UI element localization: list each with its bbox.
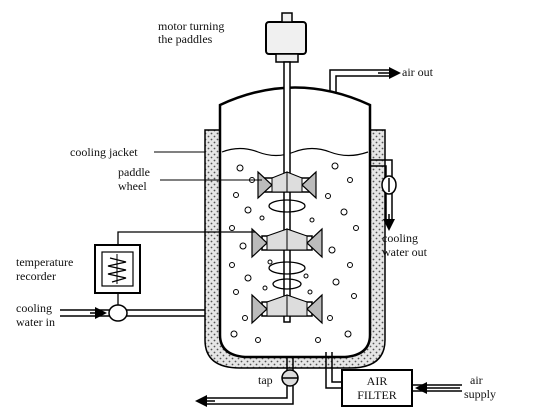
cooling-water-in-pipe [60,304,205,322]
label-air-filter-line-2: FILTER [357,388,397,402]
air-supply-pipe [325,352,462,394]
label-temperature-recorder-line-1: temperature [16,255,74,269]
motor [265,12,307,63]
label-paddle-wheel-line-1: paddle [118,165,150,179]
tap-outlet [195,357,299,407]
air-out-pipe [329,67,401,92]
label-air-filter-line-1: AIR [366,374,388,388]
swirl-arrows [268,199,306,290]
cooling-water-out-pipe [370,159,397,231]
label-air-supply-line-2: supply [464,387,497,401]
probe-wire [117,231,255,305]
label-cooling-water-out-line-2: water out [382,245,427,259]
label-motor-line-2: the paddles [158,32,213,46]
label-cooling-water-in-line-2: water in [16,315,55,329]
label-tap: tap [258,373,273,387]
label-air-supply-line-1: air [470,373,483,387]
paddle-wheel-middle [251,227,323,259]
fermenter-vessel [218,86,372,359]
label-paddle-wheel-line-2: wheel [118,179,147,193]
air-bubbles [229,162,359,343]
temperature-recorder [94,244,141,294]
paddle-wheel-top [257,170,317,200]
label-cooling-jacket: cooling jacket [70,145,138,159]
label-cooling-water-out-line-1: cooling [382,231,418,245]
label-motor-line-1: motor turning [158,19,225,33]
label-cooling-water-in-line-1: cooling [16,301,52,315]
label-air-out: air out [402,65,433,79]
paddle-wheel-bottom [251,293,323,325]
label-temperature-recorder-line-2: recorder [16,269,56,283]
leader-lines [154,151,262,181]
air-filter-box [341,369,413,407]
